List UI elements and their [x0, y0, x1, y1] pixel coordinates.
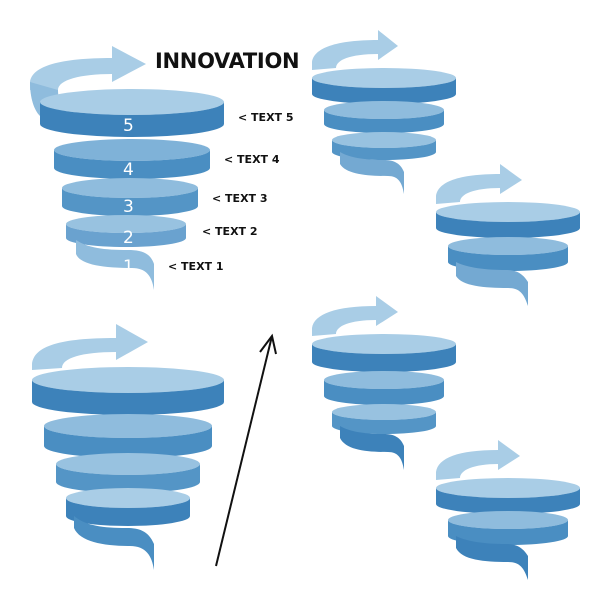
- level-number-1: 1: [123, 257, 134, 277]
- level-label-4: < TEXT 4: [224, 153, 280, 166]
- spiral-variant-top-right: [312, 30, 456, 194]
- band-4: [54, 139, 210, 179]
- band-3: [62, 178, 198, 216]
- spiral-variant-large: [32, 324, 224, 570]
- main-spiral: INNOVATION 5 4 3 2 1 < TEXT 5 < TEXT 4 <…: [30, 46, 300, 290]
- spiral-variant-bottom-middle: [312, 296, 456, 470]
- level-label-1: < TEXT 1: [168, 260, 224, 273]
- band-5: [40, 89, 224, 137]
- band-1-tail: [76, 240, 154, 290]
- diagram-title: INNOVATION: [155, 49, 299, 73]
- level-label-5: < TEXT 5: [238, 111, 294, 124]
- level-number-3: 3: [123, 197, 134, 217]
- growth-arrow: [215, 333, 277, 567]
- level-number-5: 5: [123, 116, 134, 136]
- band-2: [66, 215, 186, 247]
- level-number-2: 2: [123, 228, 134, 248]
- level-label-3: < TEXT 3: [212, 192, 268, 205]
- level-number-4: 4: [123, 160, 134, 180]
- spiral-variant-bottom-right: [436, 440, 580, 580]
- spiral-variant-middle-right: [436, 164, 580, 306]
- level-label-2: < TEXT 2: [202, 225, 258, 238]
